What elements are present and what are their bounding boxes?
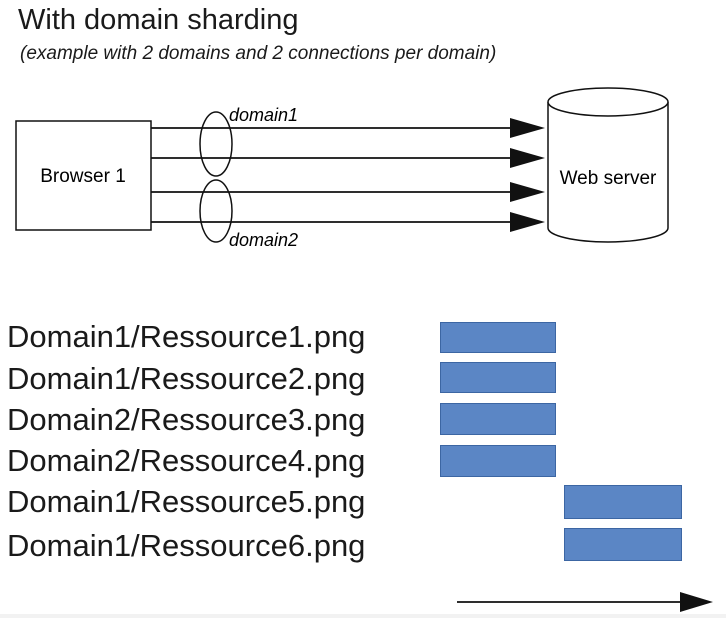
resource-bar: [440, 362, 556, 393]
arrowhead-icon: [510, 182, 545, 202]
resource-bar: [564, 485, 682, 519]
resource-label: Domain1/Ressource1.png: [7, 319, 366, 354]
web-server-label: Web server: [560, 168, 657, 189]
connection-diagram: Browser 1 domain1 domain2 Web server: [15, 87, 669, 250]
domain2-group-ellipse: [199, 179, 233, 243]
resource-bar: [564, 528, 682, 561]
connection-arrows: [151, 118, 545, 232]
arrowhead-icon: [510, 148, 545, 168]
time-axis-arrow: [457, 592, 713, 612]
domain1-label: domain1: [229, 105, 298, 125]
resource-label: Domain2/Ressource3.png: [7, 402, 366, 437]
resource-bar: [440, 445, 556, 477]
browser-label: Browser 1: [40, 166, 126, 187]
resource-bar: [440, 322, 556, 353]
bottom-edge: [0, 614, 726, 618]
resource-label: Domain2/Ressource4.png: [7, 443, 366, 478]
browser-box: Browser 1: [15, 120, 152, 231]
arrowhead-icon: [510, 118, 545, 138]
arrowhead-icon: [510, 212, 545, 232]
arrowhead-icon: [680, 592, 713, 612]
resource-label: Domain1/Ressource2.png: [7, 361, 366, 396]
domain2-label: domain2: [229, 230, 298, 250]
resource-label: Domain1/Ressource5.png: [7, 484, 366, 519]
diagram-subtitle: (example with 2 domains and 2 connection…: [20, 43, 497, 64]
web-server-cylinder: Web server: [547, 87, 669, 243]
resource-bar: [440, 403, 556, 435]
resource-label: Domain1/Ressource6.png: [7, 528, 366, 563]
diagram-title: With domain sharding: [18, 4, 299, 36]
domain1-group-ellipse: [199, 111, 233, 177]
